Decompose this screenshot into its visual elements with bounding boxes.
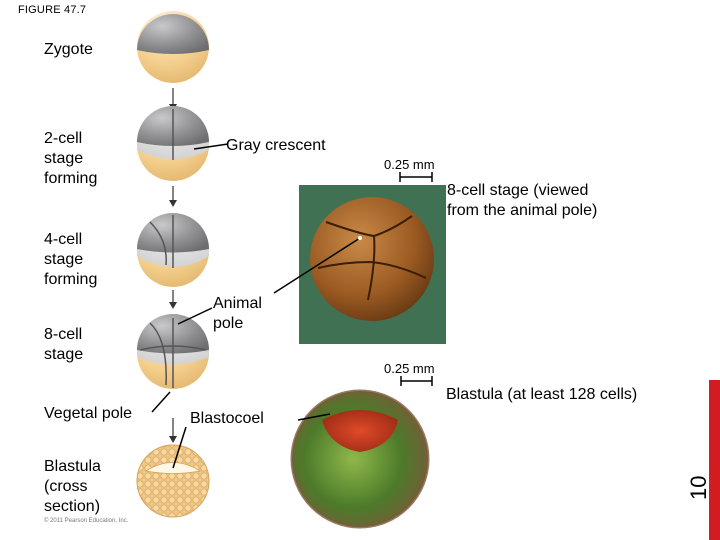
blastula-cross-section xyxy=(136,426,210,518)
scale-bar-8-cell xyxy=(399,172,433,182)
photo-8-cell-stage xyxy=(273,185,446,344)
eight-cell-embryo xyxy=(137,307,213,413)
zygote-embryo xyxy=(137,11,209,83)
stage-label-vegetal-pole: Vegetal pole xyxy=(44,405,133,422)
callout-gray-crescent: Gray crescent xyxy=(226,137,326,154)
accent-bar xyxy=(709,380,720,540)
two-cell-embryo xyxy=(137,106,229,181)
caption-8-cell-photo: 8-cell stage (viewed from the animal pol… xyxy=(447,182,598,219)
scale-label-blastula-photo: 0.25 mm xyxy=(384,361,435,376)
caption-blastula-photo: Blastula (at least 128 cells) xyxy=(446,386,638,403)
scale-bar-blastula xyxy=(400,376,433,386)
scale-label-8-cell-photo: 0.25 mm xyxy=(384,157,435,172)
figure-label: FIGURE 47.7 xyxy=(18,4,87,16)
four-cell-embryo xyxy=(137,213,209,287)
stage-label-zygote: Zygote xyxy=(44,41,93,58)
stage-label-8-cell: 8-cell stage xyxy=(44,326,84,363)
callout-blastocoel: Blastocoel xyxy=(190,410,264,427)
arrow-down-2 xyxy=(169,186,177,207)
photo-blastula xyxy=(290,389,430,529)
callout-animal-pole: Animal pole xyxy=(213,295,262,332)
stage-label-2-cell: 2-cell stage forming xyxy=(44,130,98,187)
arrow-down-4 xyxy=(169,418,177,443)
copyright-notice: © 2011 Pearson Education, Inc. xyxy=(44,518,129,524)
arrow-down-3 xyxy=(169,290,177,309)
stage-label-4-cell: 4-cell stage forming xyxy=(44,231,98,288)
stage-label-blastula: Blastula (cross section) xyxy=(44,458,101,515)
